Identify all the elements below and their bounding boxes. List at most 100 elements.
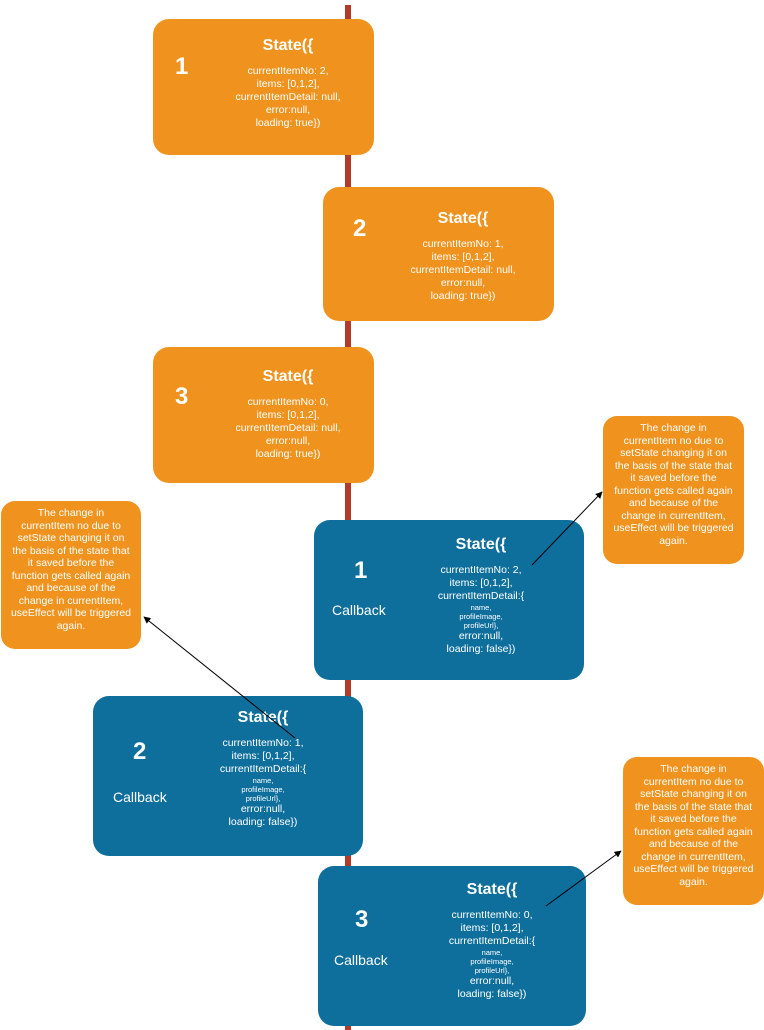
note-box-3: The change in currentItem no due to setS… [623, 757, 764, 905]
state-subline: profileUrl}, [463, 621, 499, 630]
note-line: function gets called again [11, 569, 131, 582]
note-line: function gets called again [634, 825, 753, 838]
callback-label: Callback [113, 789, 167, 805]
note-line: currentItem no due to [21, 519, 121, 532]
note-line: it saved before the [650, 813, 737, 825]
state-line: currentItemNo: 2, [247, 65, 329, 77]
state-line: currentItemDetail:{ [219, 763, 307, 775]
callback-box-2: 2 Callback State({ currentItemNo: 1, ite… [93, 696, 363, 856]
state-line: loading: false}) [457, 988, 527, 1000]
state-text: State({ currentItemNo: 0, items: [0,1,2]… [218, 368, 358, 461]
state-line: error:null, [469, 975, 515, 987]
state-number: 2 [353, 215, 367, 242]
state-box-3: 3 State({ currentItemNo: 0, items: [0,1,… [153, 347, 374, 483]
note-line: again. [659, 534, 688, 547]
state-title: State({ [262, 37, 314, 54]
note-box-2: The change in currentItem no due to setS… [1, 501, 141, 649]
note-line: and because of the [648, 838, 739, 850]
state-line: loading: true}) [255, 448, 321, 460]
state-title: State({ [466, 881, 518, 898]
state-line: currentItemNo: 0, [451, 909, 533, 921]
state-text: State({ currentItemNo: 2, items: [0,1,2]… [416, 536, 546, 656]
note-line: change in currentItem, [641, 850, 746, 863]
note-line: useEffect will be triggered [10, 607, 132, 619]
callback-label: Callback [334, 952, 388, 968]
note-line: setState changing it on [640, 788, 747, 800]
state-line: currentItemNo: 0, [247, 396, 329, 408]
state-number: 1 [354, 557, 368, 584]
state-line: loading: false}) [228, 816, 298, 828]
note-line: The change in [37, 507, 105, 519]
state-line: currentItemNo: 2, [440, 564, 522, 576]
note-line: again. [679, 875, 708, 888]
state-title: State({ [262, 368, 314, 385]
state-line: items: [0,1,2], [256, 78, 320, 90]
state-text: State({ currentItemNo: 2, items: [0,1,2]… [218, 37, 358, 130]
state-line: loading: true}) [430, 290, 496, 302]
state-box-2: 2 State({ currentItemNo: 1, items: [0,1,… [323, 187, 554, 321]
note-line: change in currentItem, [18, 594, 124, 607]
state-line: currentItemDetail:{ [437, 590, 525, 602]
state-title: State({ [437, 210, 489, 227]
state-line: currentItemDetail: null, [235, 422, 341, 434]
state-subline: profileImage, [459, 612, 503, 621]
state-text: State({ currentItemNo: 1, items: [0,1,2]… [198, 709, 328, 829]
state-line: error:null, [240, 803, 286, 815]
state-line: error:null, [440, 277, 486, 289]
state-number: 3 [175, 383, 189, 410]
state-line: error:null, [458, 630, 504, 642]
note-line: currentItem no due to [643, 775, 744, 788]
state-line: currentItemNo: 1, [422, 238, 504, 250]
state-line: loading: true}) [255, 117, 321, 129]
note-line: and because of the [26, 582, 116, 594]
note-line: function gets called again [614, 484, 733, 497]
note-line: the basis of the state that [614, 459, 733, 472]
state-number: 2 [133, 738, 147, 765]
state-line: items: [0,1,2], [449, 577, 513, 589]
note-line: the basis of the state that [634, 800, 753, 813]
note-line: useEffect will be triggered [613, 522, 734, 534]
state-line: error:null, [265, 435, 311, 447]
note-line: setState changing it on [620, 447, 727, 459]
note-line: again. [56, 619, 86, 632]
state-number: 1 [175, 53, 189, 80]
state-line: items: [0,1,2], [231, 750, 295, 762]
note-line: The change in [660, 763, 727, 775]
state-subline: profileImage, [241, 785, 285, 794]
note-line: it saved before the [27, 557, 115, 569]
state-line: currentItemDetail: null, [410, 264, 516, 276]
state-line: items: [0,1,2], [460, 922, 524, 934]
state-line: currentItemNo: 1, [222, 737, 304, 749]
state-line: currentItemDetail:{ [448, 935, 536, 947]
state-title: State({ [455, 536, 507, 553]
state-box-1: 1 State({ currentItemNo: 2, items: [0,1,… [153, 19, 374, 155]
state-line: error:null, [265, 104, 311, 116]
state-subline: profileImage, [470, 957, 514, 966]
note-line: and because of the [628, 497, 719, 509]
callback-label: Callback [332, 602, 386, 618]
note-line: The change in [640, 422, 707, 434]
state-subline: name, [470, 603, 492, 612]
state-line: loading: false}) [446, 643, 516, 655]
note-line: useEffect will be triggered [633, 863, 754, 875]
note-line: setState changing it on [17, 532, 125, 544]
state-text: State({ currentItemNo: 0, items: [0,1,2]… [427, 881, 557, 1001]
callback-box-1: 1 Callback State({ currentItemNo: 2, ite… [314, 520, 584, 680]
state-line: items: [0,1,2], [431, 251, 495, 263]
state-subline: profileUrl}, [474, 966, 510, 975]
state-number: 3 [355, 906, 369, 933]
note-line: it saved before the [630, 472, 717, 484]
note-line: currentItem no due to [623, 434, 724, 447]
state-subline: profileUrl}, [245, 794, 281, 803]
note-box-1: The change in currentItem no due to setS… [603, 416, 744, 564]
timeline-line [345, 5, 351, 1030]
note-line: change in currentItem, [621, 509, 726, 522]
state-text: State({ currentItemNo: 1, items: [0,1,2]… [393, 210, 533, 303]
note-line: the basis of the state that [12, 544, 130, 557]
state-title: State({ [237, 709, 289, 726]
state-line: items: [0,1,2], [256, 409, 320, 421]
state-subline: name, [252, 776, 274, 785]
callback-box-3: 3 Callback State({ currentItemNo: 0, ite… [318, 866, 586, 1026]
state-subline: name, [481, 948, 503, 957]
state-line: currentItemDetail: null, [235, 91, 341, 103]
